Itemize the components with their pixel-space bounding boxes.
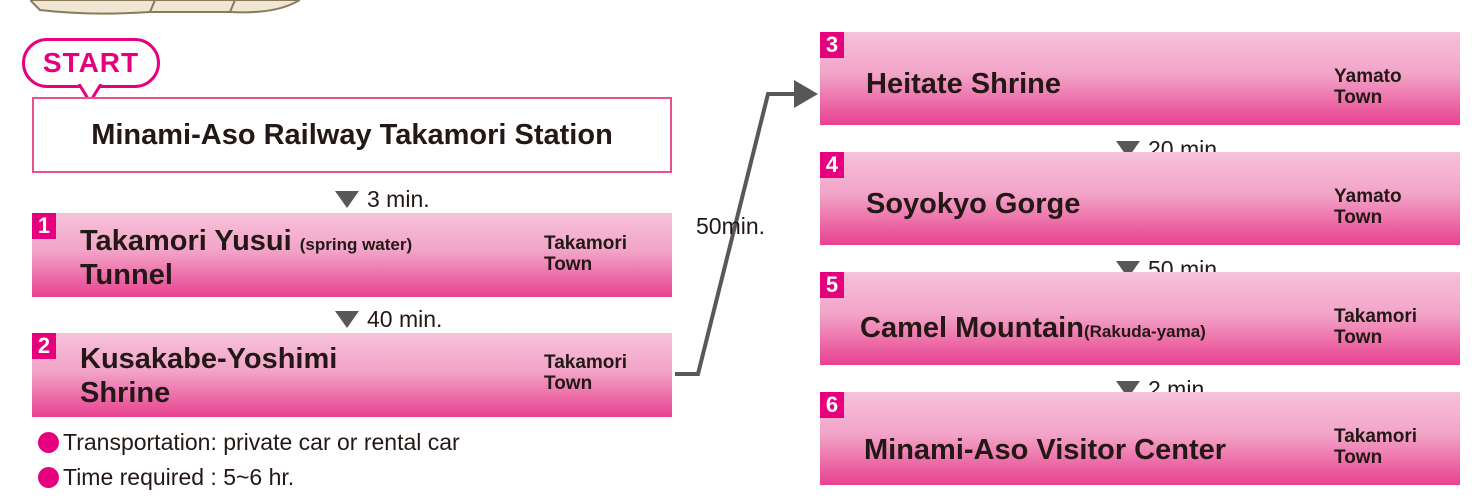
down-triangle-icon xyxy=(335,310,359,328)
travel-time-1: 3 min. xyxy=(335,187,430,211)
stop-number: 3 xyxy=(820,32,844,58)
stop-number: 4 xyxy=(820,152,844,178)
stop-number: 5 xyxy=(820,272,844,298)
stop-name-line2: Tunnel xyxy=(80,259,173,291)
stop-name-line2: Shrine xyxy=(80,377,171,409)
origin-station: Minami-Aso Railway Takamori Station xyxy=(32,97,672,173)
stop-name: Camel Mountain(Rakuda-yama) xyxy=(860,312,1206,344)
stop-name: Kusakabe-Yoshimi xyxy=(80,343,338,375)
travel-time-3: 50min. xyxy=(696,213,766,239)
stop-number: 6 xyxy=(820,392,844,418)
time-required-info: Time required : 5~6 hr. xyxy=(38,464,294,491)
stop-number: 2 xyxy=(32,333,56,359)
illustration-fragment xyxy=(30,0,300,15)
stop-number: 1 xyxy=(32,213,56,239)
travel-time-label: 3 min. xyxy=(367,186,430,212)
bullet-dot-icon xyxy=(38,467,59,488)
travel-time-label: 40 min. xyxy=(367,306,443,332)
connector-arrow xyxy=(675,80,818,376)
down-triangle-icon xyxy=(335,190,359,208)
bullet-dot-icon xyxy=(38,432,59,453)
stop-name: Minami-Aso Visitor Center xyxy=(864,434,1227,466)
stop-name: Heitate Shrine xyxy=(866,68,1061,100)
transportation-info: Transportation: private car or rental ca… xyxy=(38,429,460,456)
start-badge: START xyxy=(22,38,160,88)
stop-name: Soyokyo Gorge xyxy=(866,188,1081,220)
travel-time-2: 40 min. xyxy=(335,307,442,331)
stop-1: 1 Takamori Yusui (spring water) Tunnel T… xyxy=(32,213,672,297)
stop-name: Takamori Yusui (spring water) xyxy=(80,225,413,257)
